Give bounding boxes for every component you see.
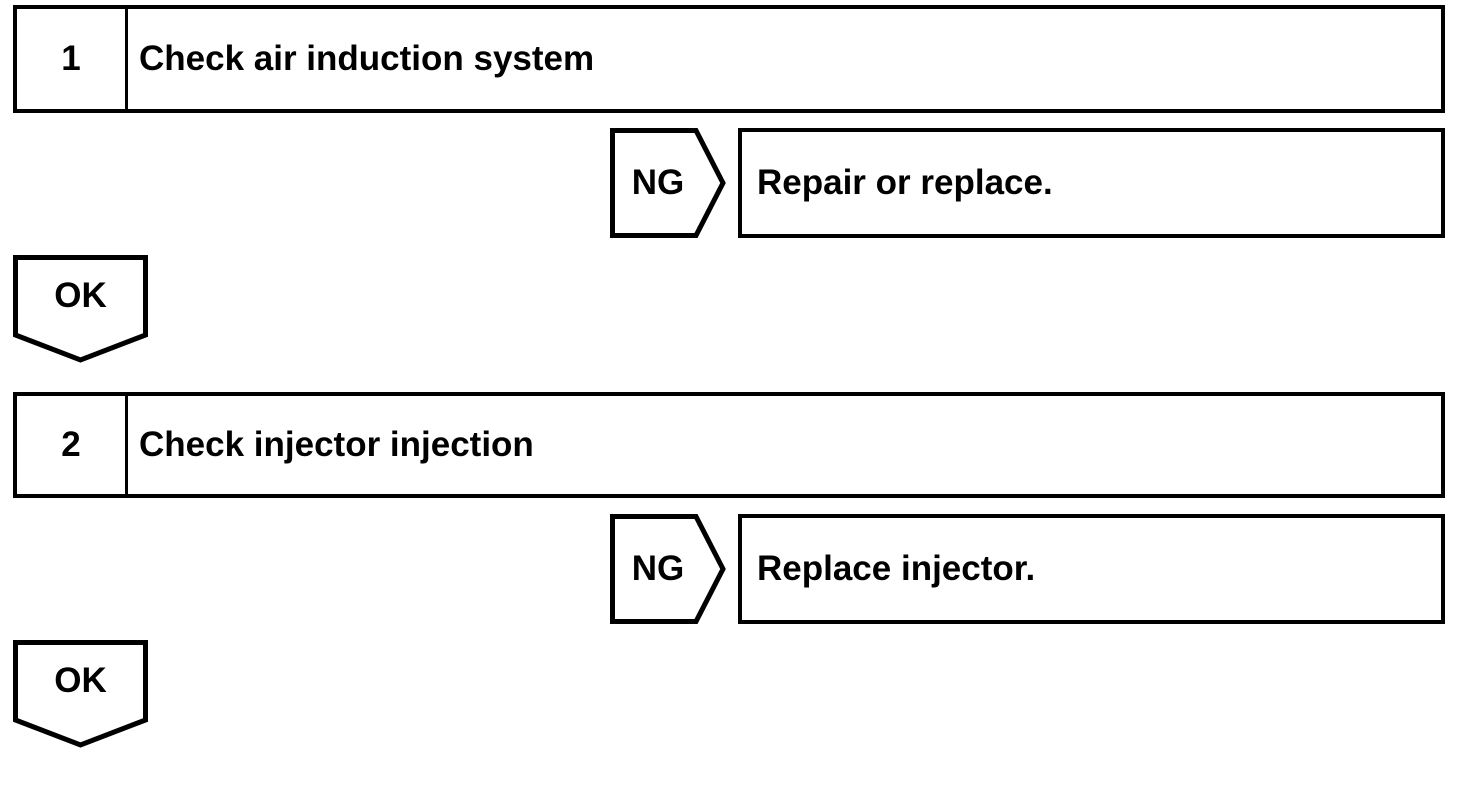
step-title: Check air induction system <box>139 39 595 78</box>
step-box-2: 2 Check injector injection <box>13 392 1445 498</box>
ng-tag-2: NG <box>610 514 726 624</box>
ok-tag-2: OK <box>13 640 148 748</box>
ng-action-box-2: Replace injector. <box>738 514 1445 624</box>
step-box-1: 1 Check air induction system <box>13 5 1445 113</box>
ok-pentagon-icon <box>13 255 148 363</box>
ng-label: NG <box>631 163 685 202</box>
step-title: Check injector injection <box>139 425 534 464</box>
ng-action-box-1: Repair or replace. <box>738 128 1445 238</box>
ng-pentagon-icon <box>610 514 726 624</box>
ok-tag-1: OK <box>13 255 148 363</box>
ok-label: OK <box>54 661 107 700</box>
ok-pentagon-icon <box>13 640 148 748</box>
ng-action-text: Replace injector. <box>757 549 1036 588</box>
ng-action-text: Repair or replace. <box>757 163 1053 202</box>
ng-tag-1: NG <box>610 128 726 238</box>
ok-label: OK <box>54 276 107 315</box>
step-number: 1 <box>17 9 128 109</box>
ng-pentagon-icon <box>610 128 726 238</box>
step-number: 2 <box>17 396 128 494</box>
ng-label: NG <box>631 549 685 588</box>
